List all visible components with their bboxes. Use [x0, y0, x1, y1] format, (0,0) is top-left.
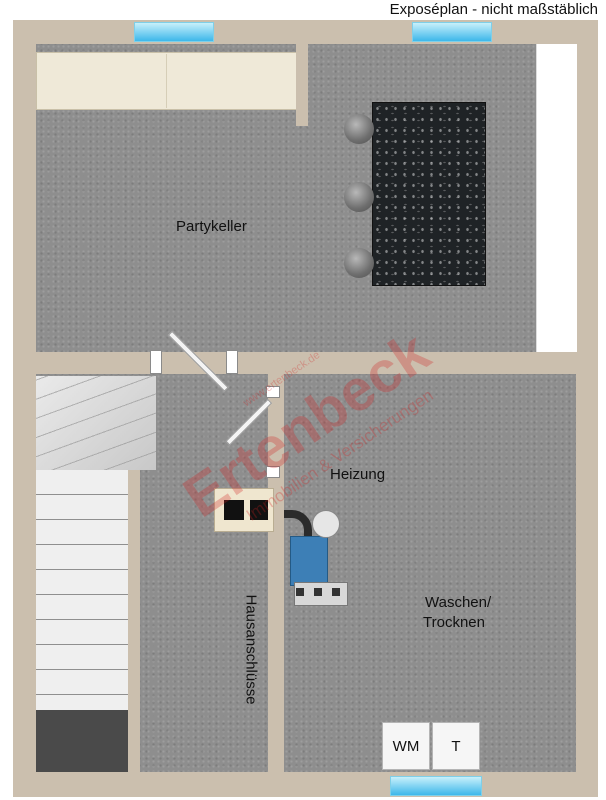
corridor-wall: [126, 470, 140, 772]
staircase: [36, 376, 158, 772]
window-bottom: [390, 776, 482, 796]
window-top-left: [134, 22, 214, 42]
room-label-utilities: Hausanschlüsse: [242, 594, 260, 705]
door-jamb: [266, 466, 280, 478]
plan-title: Exposéplan - nicht maßstäblich: [389, 1, 598, 18]
door-jamb: [150, 350, 162, 374]
flue-opening: [224, 500, 244, 520]
room-label-party: Partykeller: [176, 218, 247, 235]
room-label-laundry-2: Trocknen: [423, 614, 485, 631]
bar-stool: [344, 248, 374, 278]
washing-machine: WM: [382, 722, 430, 770]
flue-opening: [250, 500, 268, 520]
door-jamb: [266, 386, 280, 398]
chimney-wall: [268, 500, 284, 772]
room-label-heating: Heizung: [330, 466, 386, 483]
counter-divider: [166, 54, 167, 108]
door-jamb: [226, 350, 238, 374]
bar-stool: [344, 182, 374, 212]
window-top-right: [412, 22, 492, 42]
bar-stool: [344, 114, 374, 144]
room-laundry-floor: [284, 374, 576, 772]
wall-shelf: [536, 44, 577, 352]
kitchen-counter: [36, 52, 300, 110]
counter-wall-return: [296, 44, 308, 126]
boiler: [282, 510, 350, 610]
room-label-laundry: Waschen/: [425, 594, 492, 611]
bar-table: [372, 102, 486, 286]
dryer: T: [432, 722, 480, 770]
stair-landing-dark: [36, 710, 128, 772]
